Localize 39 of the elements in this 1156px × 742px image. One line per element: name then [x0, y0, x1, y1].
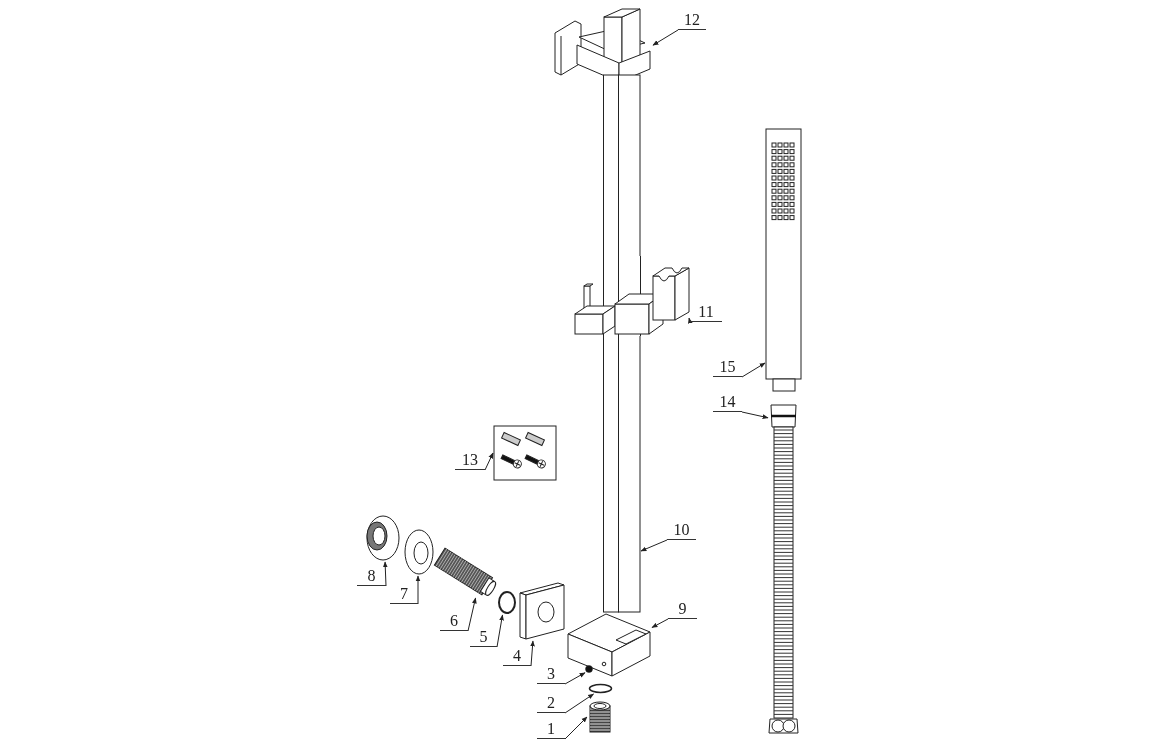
leader-line [688, 317, 693, 324]
seal-ring-drawing [588, 683, 613, 694]
callout-number: 4 [503, 647, 531, 666]
callout-number: 6 [440, 612, 468, 631]
callout-number: 7 [390, 585, 418, 604]
cover-plate-drawing [518, 583, 566, 641]
callout-number: 2 [537, 694, 565, 713]
leader-line [651, 618, 669, 629]
leader-line [467, 597, 477, 632]
callout-number: 3 [537, 665, 565, 684]
threaded-nipple-drawing [587, 700, 613, 735]
leader-line [741, 362, 766, 378]
callout-number: 1 [537, 720, 565, 739]
callout-number: 15 [713, 358, 742, 377]
leader-line [640, 539, 668, 552]
callout-number: 10 [667, 521, 696, 540]
callout-number: 8 [357, 567, 386, 586]
leader-line [530, 640, 535, 667]
leader-line [564, 672, 586, 685]
leader-line [564, 716, 588, 740]
washer-drawing [403, 529, 435, 576]
leader-line [415, 575, 421, 605]
callout-number: 9 [668, 600, 697, 619]
callout-number: 13 [455, 451, 485, 470]
leader-line [741, 411, 769, 419]
hand-shower-drawing [765, 128, 802, 392]
callout-number: 12 [678, 11, 706, 30]
leader-line [484, 452, 494, 471]
fixing-kit-drawing [493, 425, 557, 481]
leader-line [382, 561, 388, 587]
leader-line [496, 614, 504, 648]
outlet-elbow-drawing [566, 612, 652, 678]
shower-hose-drawing [768, 403, 799, 735]
callout-number: 5 [470, 628, 497, 647]
o-ring-drawing [497, 590, 517, 615]
grub-screw-drawing [585, 665, 593, 673]
leader-line [564, 693, 594, 714]
callout-number: 14 [713, 393, 742, 412]
leader-line [652, 29, 679, 46]
